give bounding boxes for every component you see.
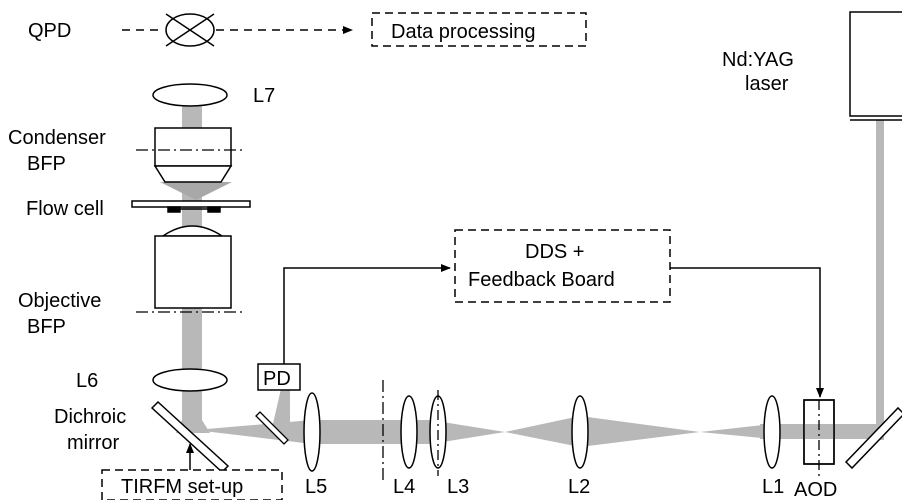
qpd-label: QPD [28, 20, 71, 42]
pd-label: PD [263, 368, 291, 390]
l3-label: L3 [447, 476, 469, 498]
flow-cell-label: Flow cell [26, 198, 104, 220]
l5-label: L5 [305, 476, 327, 498]
pd-box [257, 363, 301, 391]
condenser-label-line2: BFP [27, 153, 66, 175]
lens-l4 [400, 395, 418, 469]
l6-label: L6 [76, 370, 98, 392]
aod-label: AOD [794, 479, 837, 500]
l7-label: L7 [253, 85, 275, 107]
flow-cell [131, 200, 251, 213]
lens-l7 [152, 83, 228, 107]
lens-l1 [763, 395, 781, 469]
laser-label-line2: laser [745, 73, 789, 95]
objective-label-line1: Objective [18, 290, 101, 312]
steering-mirror [844, 406, 902, 470]
dds-label-line2: Feedback Board [468, 269, 615, 291]
data-processing-box [371, 12, 587, 47]
pickoff-plate [255, 411, 289, 445]
dds-label-line1: DDS + [525, 241, 584, 263]
objective [154, 225, 232, 309]
l4-label: L4 [393, 476, 415, 498]
dichroic-mirror [150, 400, 230, 474]
laser-box [849, 11, 902, 117]
condenser-cone [160, 182, 232, 200]
lens-l6 [152, 368, 228, 392]
dichroic-label-line2: mirror [67, 432, 120, 454]
laser-label-line1: Nd:YAG [722, 49, 794, 71]
l2-label: L2 [568, 476, 590, 498]
l1-label: L1 [762, 476, 784, 498]
pd-to-dds-arrow [283, 264, 451, 364]
condenser-label-line1: Condenser [8, 127, 106, 149]
dds-to-aod-arrow [670, 267, 824, 398]
lens-l5 [303, 392, 321, 472]
data-processing-label: Data processing [391, 21, 536, 43]
dichroic-label-line1: Dichroic [54, 406, 126, 428]
tirfm-label: TIRFM set-up [121, 476, 243, 498]
qpd-detector [165, 13, 215, 47]
condenser [153, 127, 233, 183]
lens-l2 [571, 395, 589, 469]
tirfm-box [101, 469, 283, 500]
objective-label-line2: BFP [27, 316, 66, 338]
dds-feedback-box [454, 229, 671, 303]
